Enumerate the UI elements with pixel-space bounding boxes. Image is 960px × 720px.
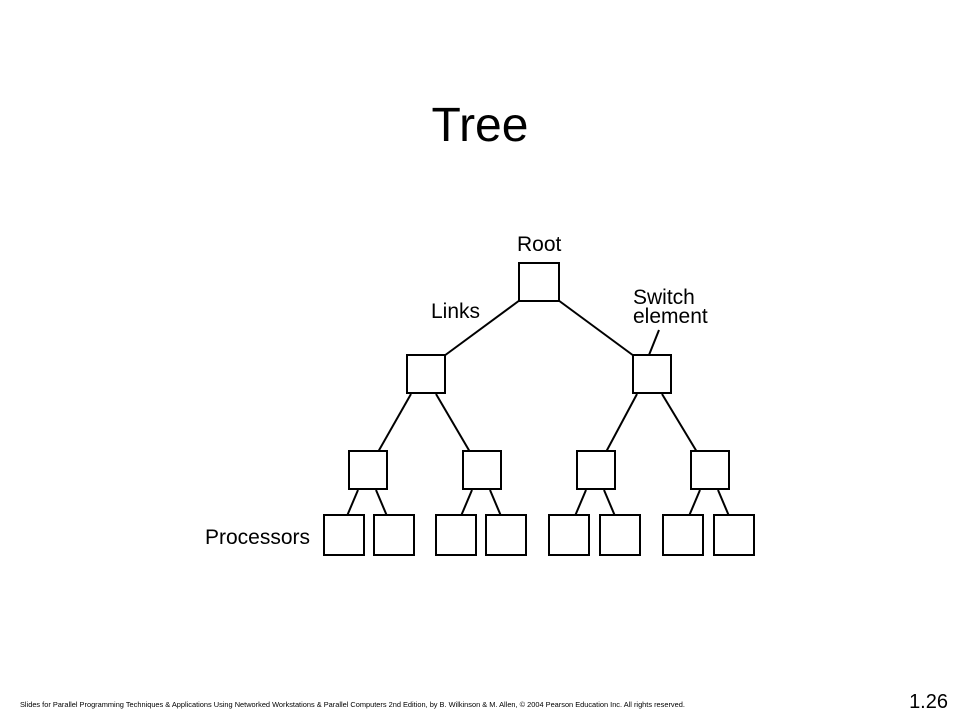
tree-link <box>375 489 388 517</box>
footer-copyright: Slides for Parallel Programming Techniqu… <box>20 700 685 709</box>
tree-link <box>377 393 412 453</box>
tree-link <box>688 489 701 517</box>
processors-label: Processors <box>205 526 310 549</box>
tree-link <box>460 489 473 517</box>
tree-link <box>489 489 502 517</box>
switch-node <box>576 450 616 490</box>
processor-node <box>485 514 527 556</box>
tree-link <box>603 489 616 517</box>
processor-node <box>713 514 755 556</box>
tree-link <box>557 299 635 357</box>
links-layer <box>346 299 730 517</box>
switch-node <box>348 450 388 490</box>
tree-link <box>346 489 359 517</box>
switch-node <box>462 450 502 490</box>
switch-node <box>632 354 672 394</box>
processor-node <box>373 514 415 556</box>
switch-element-pointer <box>648 329 660 356</box>
root-switch <box>518 262 560 302</box>
switch-element-label-line1: Switch <box>633 286 695 309</box>
slide-title: Tree <box>431 99 529 152</box>
tree-link <box>574 489 587 517</box>
processor-node <box>323 514 365 556</box>
tree-link <box>435 393 471 453</box>
switch-element-label-line2: element <box>633 305 708 328</box>
links-label: Links <box>431 300 480 323</box>
slide-number: 1.26 <box>909 691 948 713</box>
tree-link <box>661 393 698 453</box>
tree-link <box>443 299 521 357</box>
tree-link <box>717 489 730 517</box>
switch-node <box>690 450 730 490</box>
processor-node <box>599 514 641 556</box>
switch-node <box>406 354 446 394</box>
processor-node <box>662 514 704 556</box>
nodes-layer <box>323 262 755 556</box>
root-label: Root <box>517 233 562 256</box>
processor-node <box>435 514 477 556</box>
tree-link <box>605 393 638 453</box>
processor-node <box>548 514 590 556</box>
